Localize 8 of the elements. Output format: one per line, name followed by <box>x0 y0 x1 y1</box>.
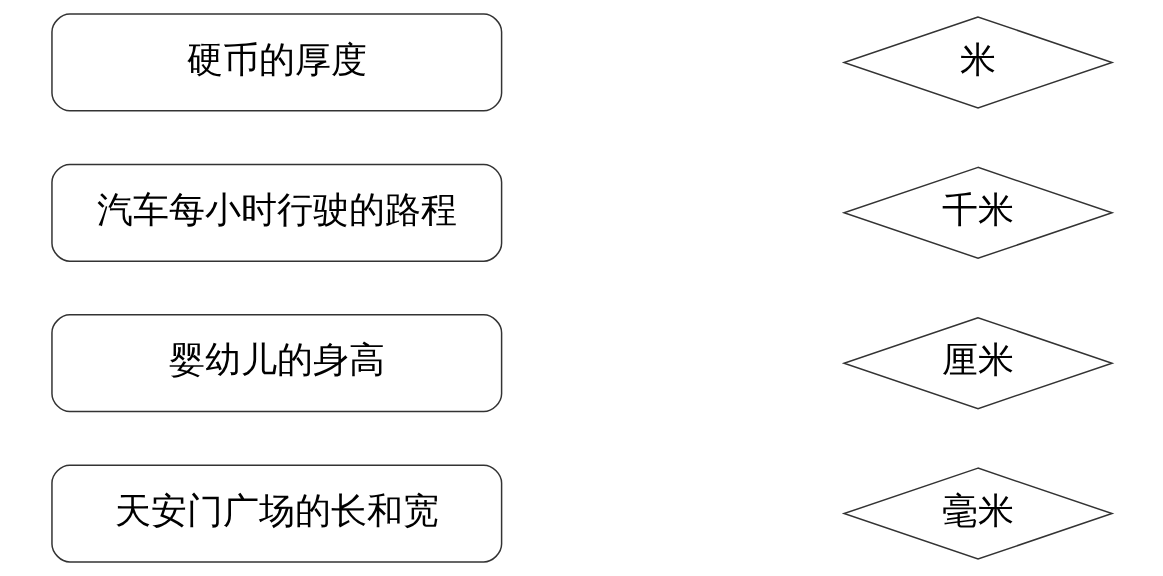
node-diamond: 厘米 <box>841 317 1114 410</box>
node-diamond: 米 <box>841 16 1114 109</box>
node-box: 硬币的厚度 <box>50 13 502 112</box>
node-diamond: 毫米 <box>841 467 1114 560</box>
node-box: 天安门广场的长和宽 <box>50 464 502 563</box>
node-box: 婴幼儿的身高 <box>50 314 502 413</box>
node-box: 汽车每小时行驶的路程 <box>50 163 502 262</box>
node-diamond: 千米 <box>841 166 1114 259</box>
